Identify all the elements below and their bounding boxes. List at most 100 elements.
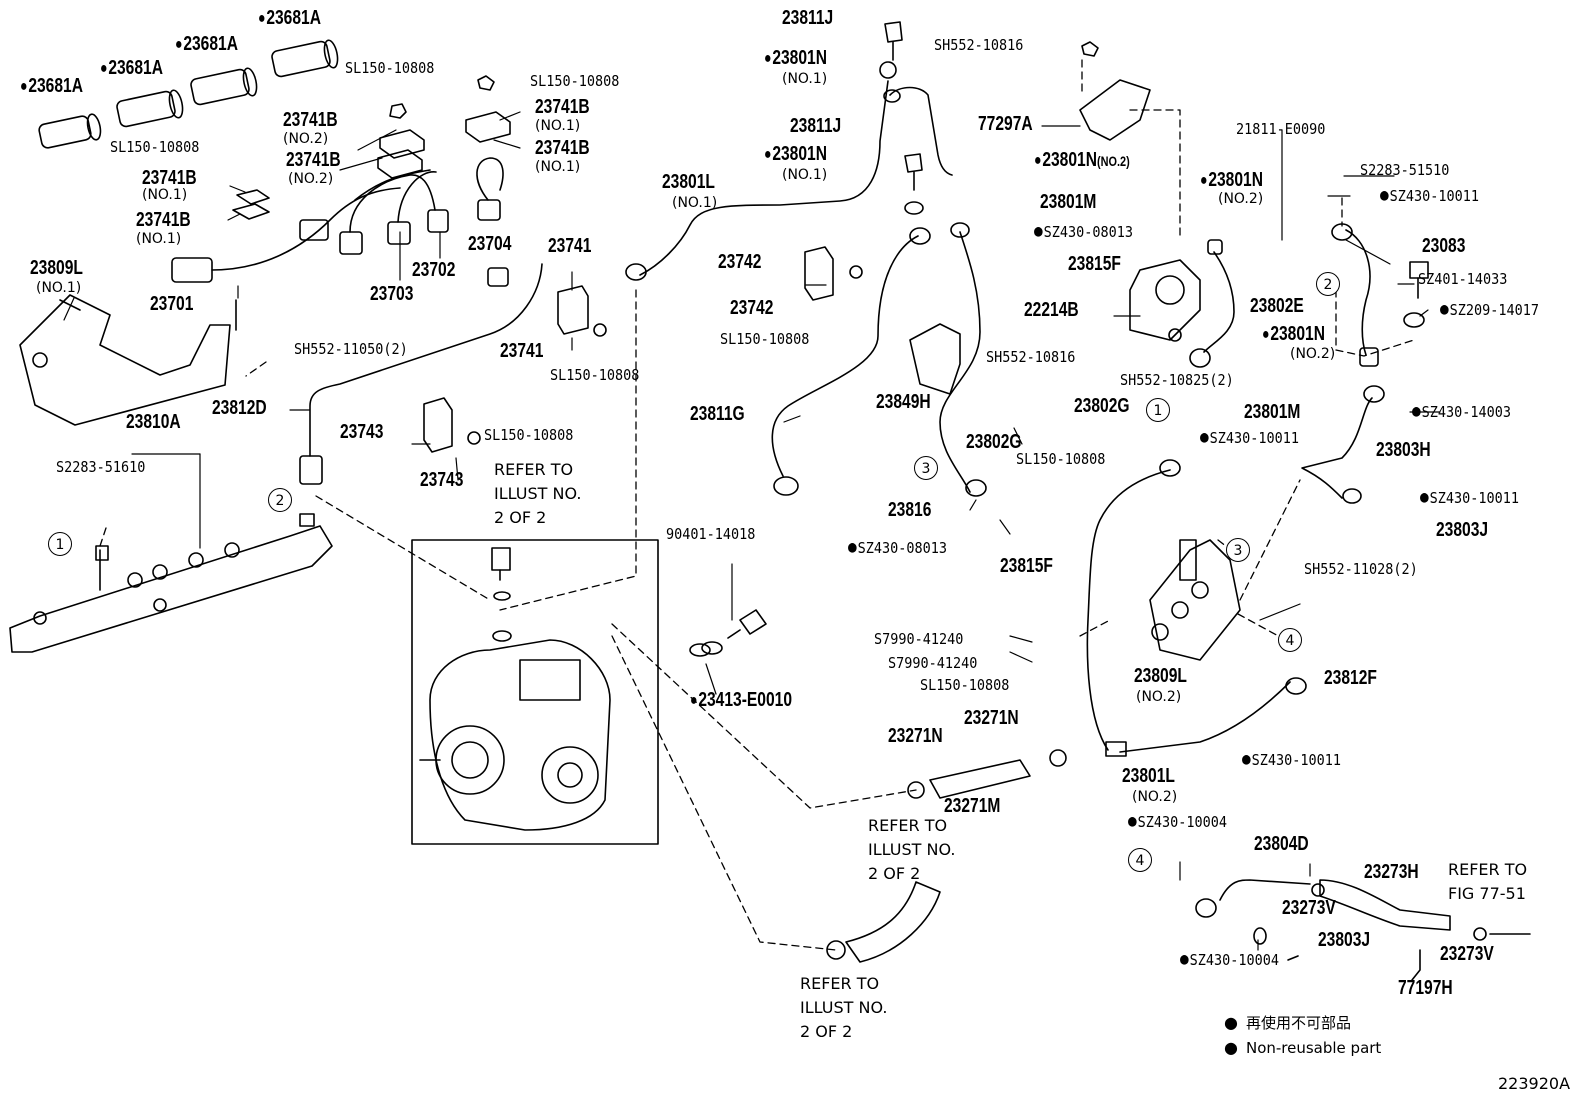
part-label: 23849H [876, 391, 931, 413]
part-label: (NO.1) [142, 187, 188, 203]
part-label: SZ430-10011 [1200, 430, 1299, 446]
part-label: 23271N [888, 725, 943, 747]
part-label: 23811G [690, 403, 745, 425]
part-label: (NO.2) [1136, 689, 1182, 705]
part-label: 23741B [142, 167, 197, 189]
clamps [423, 246, 863, 453]
part-label: 23815F [1000, 555, 1053, 577]
part-label: 23801N [764, 48, 827, 68]
part-label: 23809L [1134, 665, 1187, 687]
part-label: 23273V [1440, 943, 1494, 965]
part-label: SH552-11028(2) [1304, 560, 1418, 578]
part-label: 23812F [1324, 667, 1377, 689]
supply-pump [411, 539, 659, 845]
part-label: 23681A [20, 76, 83, 96]
part-label: 23701 [150, 293, 194, 315]
part-label: SZ430-10004 [1128, 814, 1227, 830]
part-label: 23801N [1200, 170, 1263, 190]
part-label: 77197H [1398, 977, 1453, 999]
part-label: (NO.2) [1218, 191, 1264, 207]
part-label: SZ430-10011 [1380, 188, 1479, 204]
part-label: SZ401-14033 [1418, 270, 1508, 288]
part-label: 23741B [535, 96, 590, 118]
part-label: 23741B [136, 209, 191, 231]
part-label: 23801N [764, 144, 827, 164]
part-label: S2283-51610 [56, 458, 146, 476]
part-label: 23741 [500, 340, 544, 362]
part-label: (NO.2) [283, 131, 329, 147]
part-label: (NO.1) [136, 231, 182, 247]
common-rail [9, 513, 333, 653]
marker-1: 1 [1146, 398, 1170, 422]
legend-bullet: ● [1224, 1038, 1238, 1057]
part-label: SH552-10816 [986, 348, 1076, 366]
marker-3: 3 [914, 456, 938, 480]
pipe-23802e [1189, 239, 1235, 368]
part-label: 23803J [1436, 519, 1489, 541]
bracket-23809l-no1 [19, 294, 237, 426]
part-label: SL150-10808 [920, 676, 1010, 694]
part-label: 23811J [782, 7, 834, 29]
part-label: 23811J [790, 115, 842, 137]
pressure-valve [1129, 259, 1201, 342]
pipe-23083 [1331, 223, 1429, 367]
part-label: 23802E [1250, 295, 1304, 317]
part-label: (NO.1) [672, 195, 718, 211]
part-label: SL150-10808 [110, 138, 200, 156]
injector-sleeve-group [38, 39, 339, 149]
reference-note: REFER TO ILLUST NO. 2 OF 2 [494, 460, 582, 527]
part-label: 21811-E0090 [1236, 120, 1326, 138]
part-label: 23801M [1244, 401, 1301, 423]
brackets-right [909, 41, 1151, 395]
part-label: SZ209-14017 [1440, 302, 1539, 318]
marker-3: 3 [1226, 538, 1250, 562]
part-label: SZ430-08013 [1034, 224, 1133, 240]
part-label: 23810A [126, 411, 181, 433]
part-label: 23741B [286, 149, 341, 171]
bracket-23809l-no2 [1149, 539, 1241, 661]
dashed-reference-lines [99, 59, 1415, 951]
part-label: 23741B [535, 137, 590, 159]
pipe-23801l-no1 [625, 21, 953, 281]
part-label: (NO.1) [782, 167, 828, 183]
part-label: SZ430-10004 [1180, 952, 1279, 968]
part-label: 23271M [944, 795, 1001, 817]
reference-note: REFER TO ILLUST NO. 2 OF 2 [800, 974, 888, 1041]
marker-2: 2 [1316, 272, 1340, 296]
marker-4: 4 [1128, 848, 1152, 872]
part-label: (NO.1) [36, 280, 82, 296]
part-label: SZ430-08013 [848, 540, 947, 556]
legend-item-en: ●Non-reusable part [1224, 1038, 1382, 1057]
part-label: SZ430-14003 [1412, 404, 1511, 420]
part-label: 23801N [1262, 324, 1325, 344]
part-label: 23742 [718, 251, 762, 273]
marker-2: 2 [268, 488, 292, 512]
part-label: 90401-14018 [666, 525, 756, 543]
part-label: (NO.1) [535, 159, 581, 175]
hose-23271m [907, 749, 1067, 799]
part-label: SZ430-10011 [1242, 752, 1341, 768]
part-label: 23681A [175, 34, 238, 54]
marker-4: 4 [1278, 628, 1302, 652]
part-label: 23271N [964, 707, 1019, 729]
part-label: (NO.2) [288, 171, 334, 187]
part-label: 23809L [30, 257, 83, 279]
part-label: 23083 [1422, 235, 1466, 257]
leader-lines [63, 111, 1441, 951]
hoses-bottom-right [1195, 879, 1531, 981]
reference-note: REFER TO ILLUST NO. 2 OF 2 [868, 816, 956, 883]
marker-1: 1 [48, 532, 72, 556]
part-label: 23801L [662, 171, 715, 193]
part-label: SL150-10808 [530, 72, 620, 90]
hose-lower [826, 881, 941, 963]
pipe-23811g [771, 227, 931, 496]
part-label: 23273H [1364, 861, 1419, 883]
part-label: (NO.1) [782, 71, 828, 87]
pipe-23801l-no2 [1086, 459, 1307, 757]
part-label: (NO.2) [1132, 789, 1178, 805]
part-label: 23413-E0010 [690, 690, 792, 710]
part-label: S7990-41240 [874, 630, 964, 648]
part-label: SL150-10808 [550, 366, 640, 384]
part-label: SL150-10808 [345, 59, 435, 77]
